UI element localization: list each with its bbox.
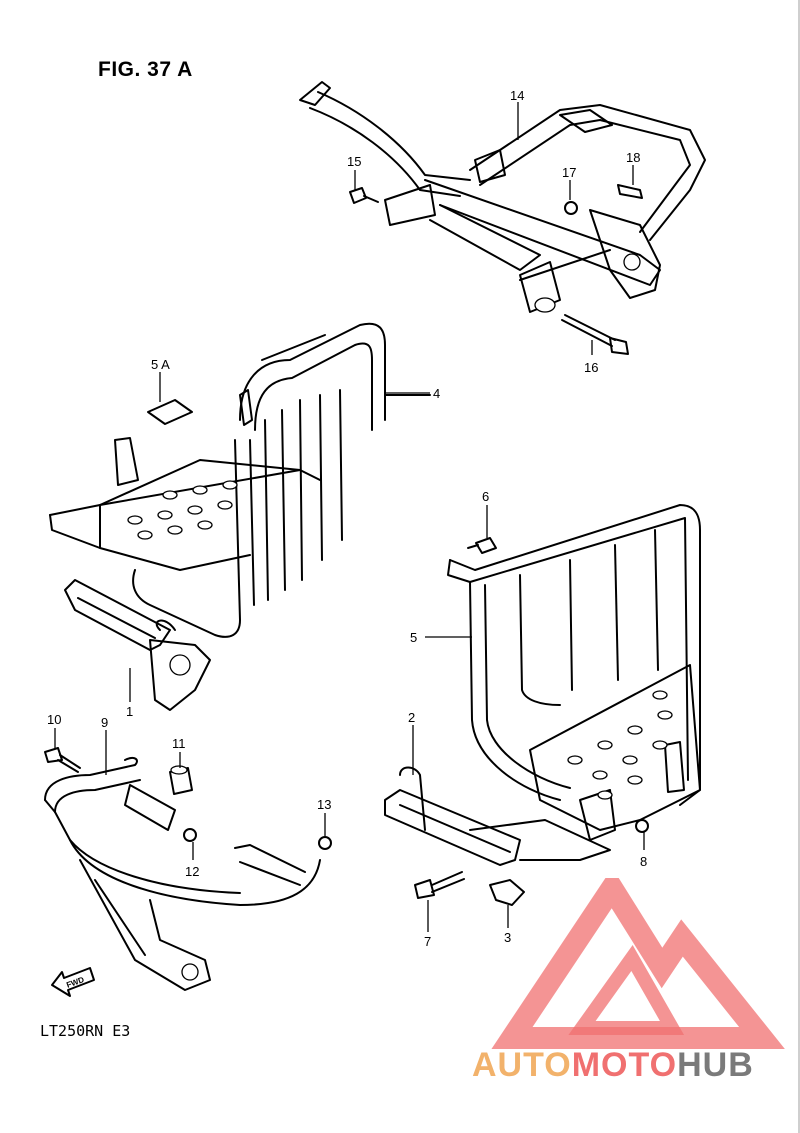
rear-frame-assembly xyxy=(299,81,706,313)
callout-9: 9 xyxy=(101,715,108,730)
callout-15: 15 xyxy=(347,154,361,169)
collar-11 xyxy=(169,765,193,795)
callout-8: 8 xyxy=(640,854,647,869)
callout-16: 16 xyxy=(584,360,598,375)
callout-1: 1 xyxy=(126,704,133,719)
callout-5a: 5 A xyxy=(151,357,170,372)
logo-text-auto: AUTO xyxy=(472,1046,572,1084)
figure-title: FIG. 37 A xyxy=(98,58,193,81)
callout-7: 7 xyxy=(424,934,431,949)
callout-2: 2 xyxy=(408,710,415,725)
footrest-guard-right-holes xyxy=(567,690,673,800)
footpeg-left xyxy=(64,579,211,711)
callout-5: 5 xyxy=(410,630,417,645)
callout-11: 11 xyxy=(172,736,186,751)
automotohub-logo-triangle xyxy=(491,878,785,1049)
callout-14: 14 xyxy=(510,88,524,103)
bolt-7 xyxy=(414,871,465,899)
bolt-10 xyxy=(44,747,81,773)
footrest-guard-right xyxy=(447,504,701,841)
nut-13 xyxy=(318,836,332,850)
footrest-guard-left xyxy=(49,322,431,638)
callout-6: 6 xyxy=(482,489,489,504)
plate-5a xyxy=(147,399,193,425)
callout-3: 3 xyxy=(504,930,511,945)
bolt-6 xyxy=(467,537,497,554)
lower-guard xyxy=(44,756,321,991)
callout-4: 4 xyxy=(433,386,440,401)
callout-13: 13 xyxy=(317,797,331,812)
callout-12: 12 xyxy=(185,864,199,879)
bolt-16 xyxy=(561,314,629,355)
footpeg-right xyxy=(384,766,611,866)
footrest-guard-holes xyxy=(127,480,238,540)
nut-17 xyxy=(564,201,578,215)
nut-12 xyxy=(183,828,197,842)
callout-17: 17 xyxy=(562,165,576,180)
nut-8 xyxy=(635,819,649,833)
callout-10: 10 xyxy=(47,712,61,727)
leader-lines xyxy=(54,102,645,932)
bolt-15 xyxy=(349,187,379,204)
model-code: LT250RN E3 xyxy=(40,1022,131,1040)
bolt-3 xyxy=(489,879,525,906)
callout-18: 18 xyxy=(626,150,640,165)
callout-labels: 14 15 17 18 16 5 A 4 6 5 1 2 10 9 11 13 … xyxy=(47,88,647,949)
automotohub-logo-text: AUTOMOTOHUB xyxy=(472,1046,754,1085)
bolt-18 xyxy=(617,184,643,199)
forward-direction-arrow: FWD xyxy=(51,967,95,997)
logo-text-moto: MOTO xyxy=(571,1046,678,1084)
logo-text-hub: HUB xyxy=(677,1046,754,1084)
